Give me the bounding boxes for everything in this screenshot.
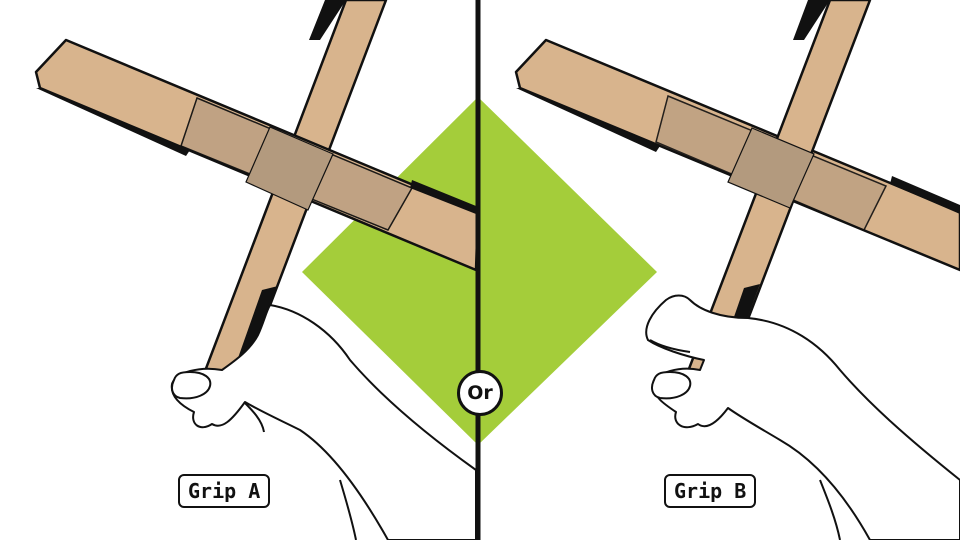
vertical-stick-b — [655, 0, 888, 410]
grip-b-illustration — [514, 0, 960, 540]
hand-a — [170, 304, 476, 540]
grip-a-illustration — [34, 0, 476, 540]
grip-a-label: Grip A — [178, 474, 271, 508]
grip-b-label: Grip B — [664, 474, 757, 508]
horizontal-stick-a — [34, 38, 476, 272]
or-badge: Or — [457, 370, 503, 416]
hand-b — [645, 294, 960, 540]
